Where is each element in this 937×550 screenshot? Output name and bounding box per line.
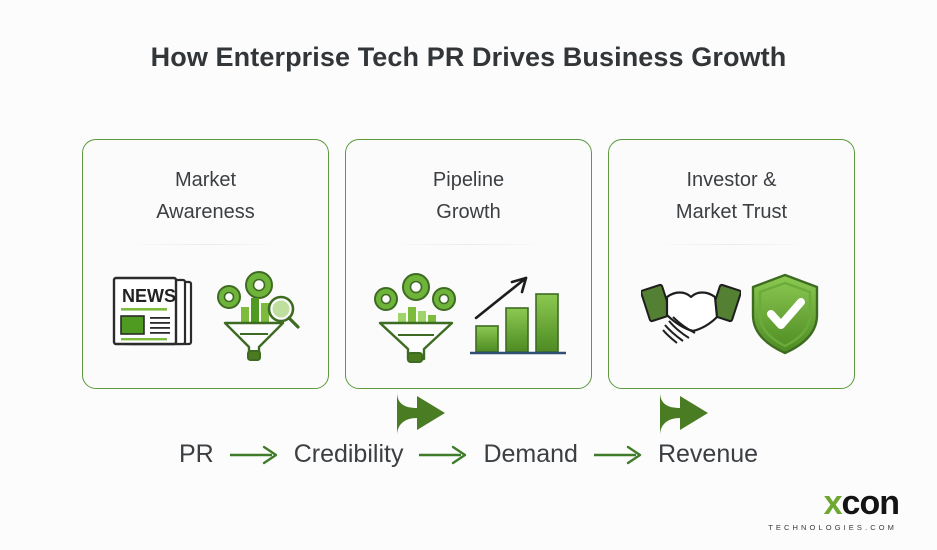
stage-card-title: Pipeline Growth — [432, 169, 505, 223]
card-divider — [388, 244, 549, 245]
stage-card-title: Market Awareness — [156, 169, 255, 223]
stage-card-title: Investor & Market Trust — [675, 169, 788, 223]
flow-step-revenue: Revenue — [657, 440, 759, 468]
flow-chain: PR Credibility Demand Revenue — [0, 440, 937, 469]
stage-card-investor-market-trust[interactable]: Investor & Market Trust — [608, 139, 855, 389]
flow-arrow-icon — [417, 443, 469, 467]
flow-step-pr: PR — [178, 440, 214, 468]
shield-check-icon — [747, 271, 823, 362]
stage-card-market-awareness[interactable]: Market Awareness NEWS — [82, 139, 329, 389]
flow-step-demand: Demand — [483, 440, 578, 468]
logo-mark-con: con — [841, 484, 900, 522]
flow-arrow-icon — [592, 443, 644, 467]
svg-text:NEWS: NEWS — [122, 286, 176, 306]
stage-card-icon-group: NEWS — [83, 252, 328, 380]
stage-card-icon-group — [346, 252, 591, 380]
logo-mark-x: x — [823, 484, 843, 522]
brand-logo[interactable]: xcon TECHNOLOGIES.COM — [768, 484, 900, 532]
bar-chart-growth-arrow-icon — [468, 266, 568, 367]
card-divider — [125, 244, 286, 245]
stage-card-icon-group — [609, 252, 854, 380]
card-connector-arrow-2 — [658, 384, 712, 444]
card-divider — [651, 244, 812, 245]
handshake-icon — [639, 273, 742, 360]
page-title: How Enterprise Tech PR Drives Business G… — [150, 42, 787, 72]
newspaper-news-icon: NEWS — [109, 272, 201, 361]
flow-step-credibility: Credibility — [293, 440, 404, 468]
logo-tagline: TECHNOLOGIES.COM — [768, 523, 897, 532]
stage-card-pipeline-growth[interactable]: Pipeline Growth — [345, 139, 592, 389]
flow-arrow-icon — [228, 443, 280, 467]
funnel-gears-magnifier-icon — [207, 265, 303, 368]
logo-wordmark: xcon — [768, 484, 900, 522]
stage-cards-container: Market Awareness NEWS — [82, 139, 855, 436]
card-connector-arrow-1 — [395, 384, 449, 444]
funnel-gears-icon — [370, 265, 462, 368]
